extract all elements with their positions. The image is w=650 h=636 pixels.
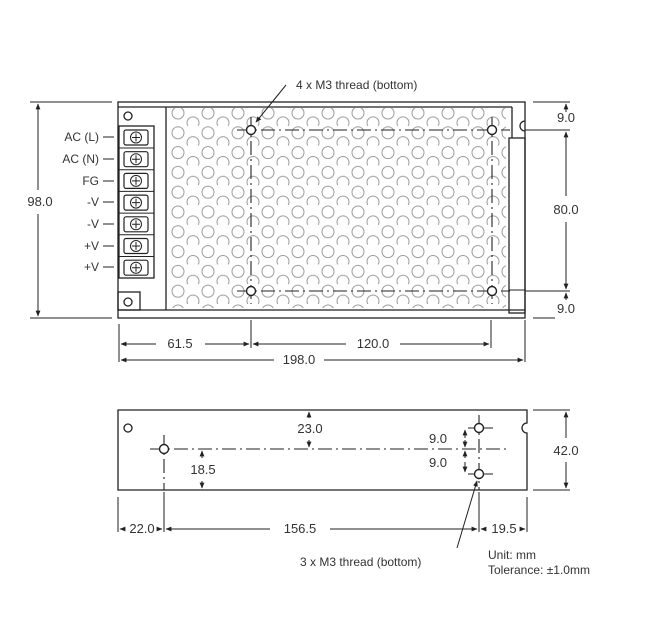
side-rail (508, 137, 526, 314)
m3-hole-icon (486, 124, 498, 136)
dim-overall-height: 98.0 (27, 194, 52, 209)
dim-side-hole-spacing: 156.5 (284, 521, 317, 536)
tolerance-note: Tolerance: ±1.0mm (488, 563, 590, 577)
m3-hole-icon (158, 443, 170, 455)
dim-side-left-offset: 22.0 (129, 521, 154, 536)
top-view: AC (L) AC (N) FG -V -V +V +V 4 x M3 thre… (27, 78, 578, 367)
dim-overall-length: 198.0 (283, 352, 316, 367)
dim-hole-spacing-vertical: 80.0 (553, 202, 578, 217)
m3-hole-icon (245, 124, 257, 136)
dim-bottom-offset: 9.0 (557, 301, 575, 316)
terminal-label-neg-v2: -V (87, 217, 99, 231)
m3-hole-icon (473, 422, 485, 434)
panel-hole-icon (123, 297, 133, 307)
terminal-label-pos-v1: +V (84, 239, 99, 253)
m3-hole-icon (486, 285, 498, 297)
terminal-label-fg: FG (82, 174, 99, 188)
terminal-block (118, 125, 155, 279)
callout-arrow (456, 480, 478, 549)
dim-side-overall-height: 42.0 (553, 443, 578, 458)
panel-hole-icon (123, 111, 133, 121)
case-outline-side (117, 409, 528, 491)
dim-hole-spacing-horizontal: 120.0 (357, 336, 390, 351)
dim-left-offset: 61.5 (167, 336, 192, 351)
unit-note: Unit: mm (488, 548, 536, 562)
ventilation-holes (170, 108, 506, 308)
callout-arrow (255, 84, 287, 123)
dim-side-right-offset: 19.5 (491, 521, 516, 536)
dim-centerline-to-bottom: 18.5 (190, 462, 215, 477)
m3-hole-icon (473, 468, 485, 480)
dim-lower-hole-offset: 9.0 (429, 455, 447, 470)
side-view: 23.0 18.5 9.0 9.0 42.0 22.0 156.5 19.5 (117, 409, 590, 577)
terminal-label-ac-l: AC (L) (64, 130, 99, 144)
terminal-labels: AC (L) AC (N) FG -V -V +V +V (62, 130, 114, 274)
dim-upper-hole-offset: 9.0 (429, 431, 447, 446)
dim-top-offset: 9.0 (557, 110, 575, 125)
side-callout-label: 3 x M3 thread (bottom) (300, 555, 421, 569)
terminal-label-pos-v2: +V (84, 260, 99, 274)
terminal-label-ac-n: AC (N) (62, 152, 99, 166)
terminal-label-neg-v1: -V (87, 195, 99, 209)
m3-hole-icon (245, 285, 257, 297)
side-hole-icon (123, 423, 133, 433)
top-callout-label: 4 x M3 thread (bottom) (296, 78, 417, 92)
dim-top-to-centerline: 23.0 (297, 421, 322, 436)
